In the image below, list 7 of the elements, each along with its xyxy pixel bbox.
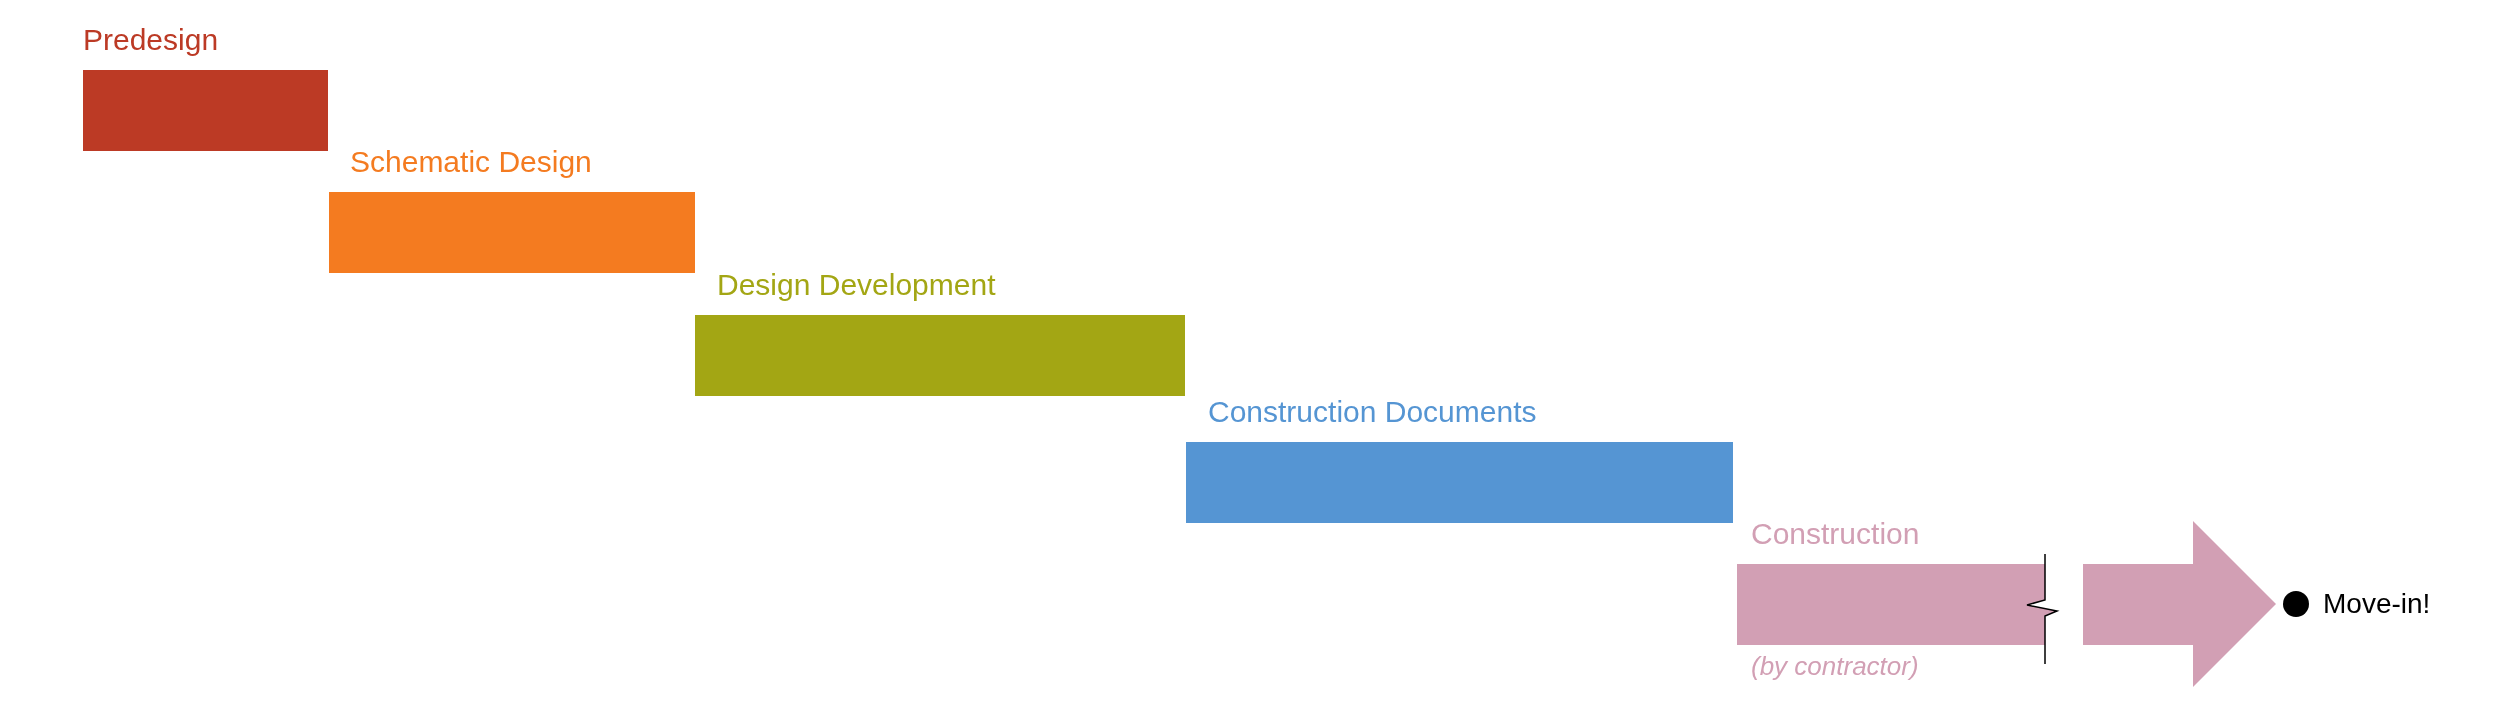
phase-note: (by contractor)	[1751, 651, 1919, 682]
phase-heading: Design Development	[717, 267, 996, 303]
phase-heading: Construction	[1751, 516, 1920, 552]
phase-heading: Construction Documents	[1208, 394, 1537, 430]
milestone-label: Move-in!	[2323, 588, 2431, 620]
phase-heading: Schematic Design	[350, 144, 592, 180]
phase-heading: Predesign	[83, 22, 219, 58]
